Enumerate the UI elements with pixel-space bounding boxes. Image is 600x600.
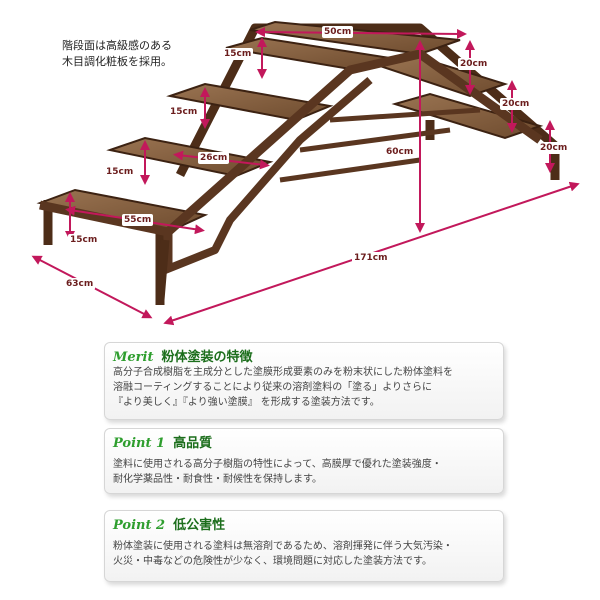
point2-line-2: 火災・中毒などの危険性が少なく、環境問題に対応した塗装方法です。 — [113, 556, 432, 567]
point1-title-en: Point 1 — [113, 436, 166, 451]
caption-line-2: 木目調化粧板を採用。 — [62, 55, 172, 68]
point1-panel: Point 1 高品質 塗料に使用される高分子樹脂の特性によって、高膜厚で優れた塗… — [104, 428, 504, 494]
point1-line-2: 耐化学薬品性・耐食性・耐候性を保持します。 — [113, 474, 322, 485]
point2-title-en: Point 2 — [113, 518, 166, 533]
point1-title: Point 1 高品質 — [113, 432, 212, 451]
point2-title-jp: 低公害性 — [173, 518, 226, 533]
point1-title-jp: 高品質 — [173, 436, 213, 451]
dim-depth: 63cm — [64, 278, 96, 290]
dim-step-width: 55cm — [122, 214, 154, 226]
merit-panel: Merit 粉体塗装の特徴 高分子合成樹脂を主成分とした塗膜形成要素のみを粉末状に… — [104, 342, 504, 420]
point2-panel: Point 2 低公害性 粉体塗装に使用される塗料は無溶剤であるため、溶剤揮発に伴… — [104, 510, 504, 582]
point2-title: Point 2 低公害性 — [113, 514, 225, 533]
dim-riser-right-3: 20cm — [538, 142, 570, 154]
point1-line-1: 塗料に使用される高分子樹脂の特性によって、高膜厚で優れた塗装強度・ — [113, 459, 442, 470]
merit-line-1: 高分子合成樹脂を主成分とした塗膜形成要素のみを粉末状にした粉体塗料を — [113, 367, 453, 378]
merit-body: 高分子合成樹脂を主成分とした塗膜形成要素のみを粉末状にした粉体塗料を 溶融コーテ… — [113, 365, 497, 410]
dim-length: 171cm — [352, 252, 390, 264]
merit-title-jp: 粉体塗装の特徴 — [161, 350, 253, 365]
dim-height: 60cm — [384, 146, 416, 158]
caption: 階段面は高級感のある 木目調化粧板を採用。 — [42, 38, 172, 70]
dim-riser-left-2: 15cm — [168, 106, 200, 118]
dim-top-width: 50cm — [322, 26, 354, 38]
dim-riser-right-1: 20cm — [458, 58, 490, 70]
dim-riser-left-1: 15cm — [222, 48, 254, 60]
dim-riser-left-4: 15cm — [68, 234, 100, 246]
merit-line-3: 『より美しく』『より強い塗膜』 を形成する塗装方法です。 — [113, 397, 380, 408]
caption-line-1: 階段面は高級感のある — [62, 39, 172, 52]
merit-title-en: Merit — [113, 350, 154, 365]
merit-line-2: 溶融コーティングすることにより従来の溶剤塗料の「塗る」よりさらに — [113, 382, 432, 393]
point2-body: 粉体塗装に使用される塗料は無溶剤であるため、溶剤揮発に伴う大気汚染・ 火災・中毒… — [113, 539, 497, 569]
point2-line-1: 粉体塗装に使用される塗料は無溶剤であるため、溶剤揮発に伴う大気汚染・ — [113, 541, 453, 552]
point1-body: 塗料に使用される高分子樹脂の特性によって、高膜厚で優れた塗装強度・ 耐化学薬品性… — [113, 457, 497, 487]
dim-riser-left-3: 15cm — [104, 166, 136, 178]
dim-step-depth: 26cm — [198, 152, 230, 164]
dim-riser-right-2: 20cm — [500, 98, 532, 110]
pet-stairs-illustration — [31, 20, 580, 326]
merit-title: Merit 粉体塗装の特徴 — [113, 346, 252, 365]
